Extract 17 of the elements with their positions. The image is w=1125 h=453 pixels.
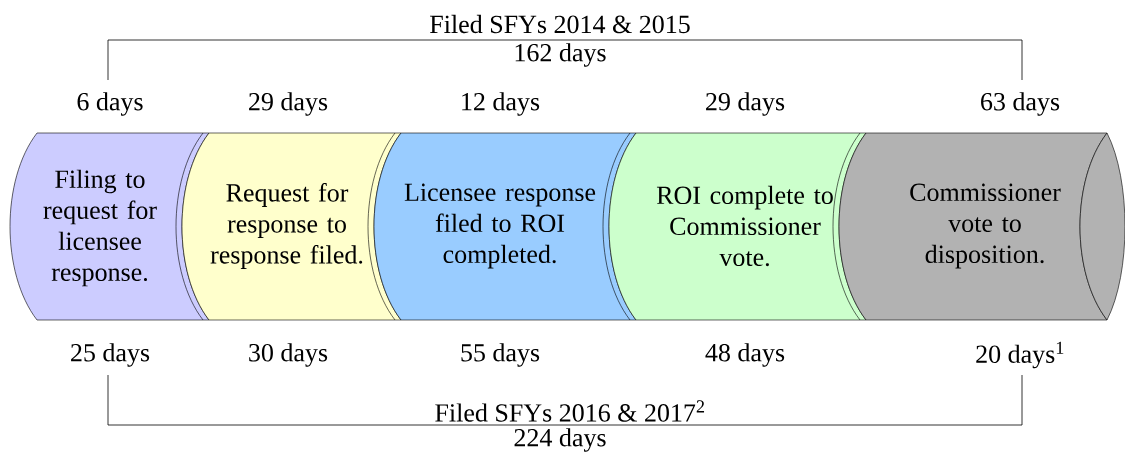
bracket-label: 162 days — [511, 41, 609, 69]
bracket-label: Filed SFYs 2014 & 2015 — [427, 12, 693, 36]
duration-label: 6 days — [77, 92, 143, 116]
duration-label: 30 days — [249, 343, 328, 367]
duration-label: 20 days$^{1}$ — [976, 341, 1064, 369]
process-segment: Commissioner vote to disposition. — [838, 132, 1125, 321]
duration-label: 29 days — [706, 92, 785, 116]
process-segment: Filing to request for licensee response. — [9, 132, 210, 321]
bracket-label: Filed SFYs 2016 & 2017$^{2}$ — [432, 398, 708, 424]
duration-label: 63 days — [981, 92, 1060, 116]
bracket-label: 224 days — [511, 426, 609, 453]
process-segment: Request for response to response filed. — [181, 132, 402, 321]
duration-label: 29 days — [249, 92, 328, 116]
duration-label: 55 days — [461, 343, 540, 367]
duration-label: 48 days — [705, 343, 785, 367]
duration-label: 12 days — [462, 92, 540, 116]
duration-label: 25 days — [71, 343, 150, 367]
